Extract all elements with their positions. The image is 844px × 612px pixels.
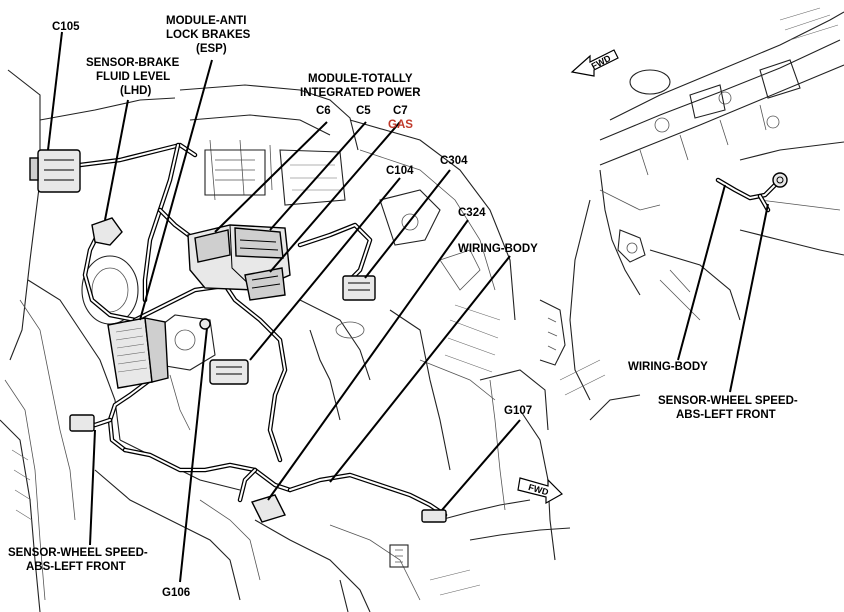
c104-connector bbox=[209, 359, 249, 385]
fwd-arrow-top: FWD bbox=[570, 49, 619, 77]
wheel-speed-sensor-right bbox=[772, 172, 788, 188]
module-abs-label-line2: LOCK BRAKES bbox=[166, 29, 251, 41]
gas-label: GAS bbox=[388, 119, 413, 131]
leader-lines-left bbox=[47, 31, 521, 583]
fwd-arrow-bottom: FWD bbox=[517, 477, 563, 505]
engine-compartment-artwork bbox=[0, 69, 571, 612]
c5-label: C5 bbox=[356, 105, 371, 117]
sensor-wheel-right-label-line1: SENSOR-WHEEL SPEED- bbox=[658, 395, 798, 407]
wiring-harness-right bbox=[715, 177, 781, 213]
c324-label: C324 bbox=[458, 207, 486, 219]
c105-label: C105 bbox=[52, 21, 80, 33]
c7-label: C7 bbox=[393, 105, 408, 117]
sensor-brake-label-line2: FLUID LEVEL bbox=[96, 71, 170, 83]
c105-connector bbox=[29, 149, 81, 193]
wiring-body-right-label: WIRING-BODY bbox=[628, 361, 708, 373]
c304-connector bbox=[342, 275, 376, 301]
c324-connector bbox=[251, 494, 286, 523]
abs-module bbox=[107, 317, 169, 389]
g106-label: G106 bbox=[162, 587, 190, 599]
module-abs-label-line3: (ESP) bbox=[196, 43, 227, 55]
wheelhouse-artwork bbox=[539, 7, 844, 421]
g107-label: G107 bbox=[504, 405, 532, 417]
g106-ground bbox=[199, 318, 211, 330]
c6-label: C6 bbox=[316, 105, 331, 117]
sensor-brake-label-line1: SENSOR-BRAKE bbox=[86, 57, 180, 69]
sensor-wheel-right-label-line2: ABS-LEFT FRONT bbox=[676, 409, 776, 421]
brake-fluid-level-sensor bbox=[91, 217, 123, 246]
wiring-body-left-label: WIRING-BODY bbox=[458, 243, 538, 255]
sensor-wheel-left-label-line2: ABS-LEFT FRONT bbox=[26, 561, 126, 573]
tipm-label-line1: MODULE-TOTALLY bbox=[308, 73, 413, 85]
tipm-module bbox=[187, 224, 291, 301]
c104-label: C104 bbox=[386, 165, 414, 177]
tipm-label-line2: INTEGRATED POWER bbox=[300, 87, 421, 99]
g107-ground bbox=[421, 509, 447, 523]
sensor-brake-label-line3: (LHD) bbox=[120, 85, 151, 97]
wheel-speed-sensor-left-connector bbox=[69, 414, 95, 432]
c304-label: C304 bbox=[440, 155, 468, 167]
labels: C105 MODULE-ANTI LOCK BRAKES (ESP) SENSO… bbox=[8, 15, 798, 599]
module-abs-label-line1: MODULE-ANTI bbox=[166, 15, 247, 27]
leader-lines-right bbox=[677, 184, 769, 393]
sensor-wheel-left-label-line1: SENSOR-WHEEL SPEED- bbox=[8, 547, 148, 559]
